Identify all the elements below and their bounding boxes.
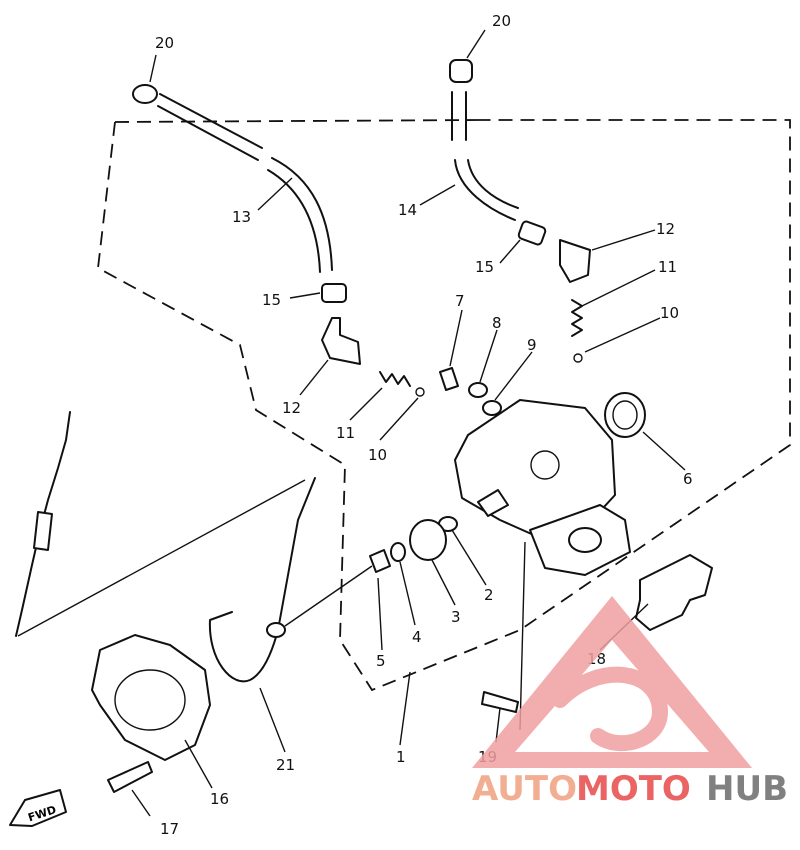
hose-13: [157, 93, 333, 273]
ball-10-left: [415, 387, 425, 397]
callout-8: 8: [492, 314, 502, 332]
leader-lines: [17, 29, 686, 817]
watermark-text-hub: HUB: [706, 769, 788, 809]
throttle-cable-adjuster: [33, 511, 53, 551]
cable-21: [208, 477, 316, 683]
cap-20-left: [132, 84, 158, 104]
pump-cover-16: [91, 634, 211, 761]
callout-7: 7: [455, 292, 465, 310]
fwd-arrow-shape: [9, 789, 67, 827]
callout-2: 2: [484, 586, 494, 604]
seal-6: [604, 392, 646, 438]
pump-port: [568, 527, 602, 553]
pump-shaft: [477, 489, 509, 517]
watermark-triangle: [472, 596, 752, 768]
callout-4: 4: [412, 628, 422, 646]
bolt-washer-group: [439, 367, 502, 416]
screw-19: [481, 691, 519, 713]
callout-9: 9: [527, 336, 537, 354]
spring-11-right: [571, 299, 583, 337]
seal-6-inner: [612, 400, 638, 430]
callout-6: 6: [683, 470, 693, 488]
assembly-boundary-left: [114, 119, 481, 123]
cover-body: [91, 634, 211, 761]
cover-boss: [114, 669, 186, 731]
callout-15-left: 15: [262, 291, 281, 309]
screw-17: [107, 761, 153, 793]
fwd-arrow: FWD: [9, 789, 67, 827]
watermark-logo: AUTO MOTO HUB: [472, 596, 788, 809]
callout-20-left: 20: [155, 34, 174, 52]
watermark-swoosh: [552, 666, 669, 752]
callout-11-right: 11: [658, 258, 677, 276]
callout-12-left: 12: [282, 399, 301, 417]
clamp-15-right: [517, 220, 547, 246]
callout-12-right: 12: [656, 220, 675, 238]
washer-9: [482, 400, 502, 416]
right-hose-assembly: [449, 59, 591, 363]
watermark-text-auto: AUTO: [472, 769, 577, 809]
callout-5: 5: [376, 652, 386, 670]
plate-3: [409, 519, 447, 561]
elbow-12-right: [559, 239, 591, 283]
callout-21: 21: [276, 756, 295, 774]
callout-15-right: 15: [475, 258, 494, 276]
assembly-boundary: [97, 119, 791, 692]
bolt-7: [439, 367, 459, 391]
cap-20-right: [449, 59, 473, 83]
washer-4: [390, 542, 406, 562]
shaft-hardware: [369, 516, 458, 573]
ball-10-right: [573, 353, 583, 363]
callout-10-left: 10: [368, 446, 387, 464]
callout-14: 14: [398, 201, 417, 219]
cable-21-fitting: [266, 622, 286, 638]
callout-13: 13: [232, 208, 251, 226]
callout-11-left: 11: [336, 424, 355, 442]
pump-gear: [530, 450, 560, 480]
nut-5: [369, 549, 391, 573]
hose-14: [451, 91, 519, 221]
washer-8: [468, 382, 488, 398]
callout-1: 1: [396, 748, 406, 766]
callout-17: 17: [160, 820, 179, 838]
watermark-text-moto: MOTO: [576, 769, 691, 809]
callout-20-right: 20: [492, 12, 511, 30]
oil-pump-body: [454, 392, 646, 576]
gasket-18: [635, 554, 713, 631]
cable-21-wire: [208, 477, 316, 683]
spring-11-left: [379, 371, 411, 387]
callout-3: 3: [451, 608, 461, 626]
callout-10-right: 10: [660, 304, 679, 322]
left-hose-assembly: [132, 84, 425, 397]
clamp-15-left: [321, 283, 347, 303]
callout-16: 16: [210, 790, 229, 808]
elbow-12-left: [321, 317, 361, 365]
